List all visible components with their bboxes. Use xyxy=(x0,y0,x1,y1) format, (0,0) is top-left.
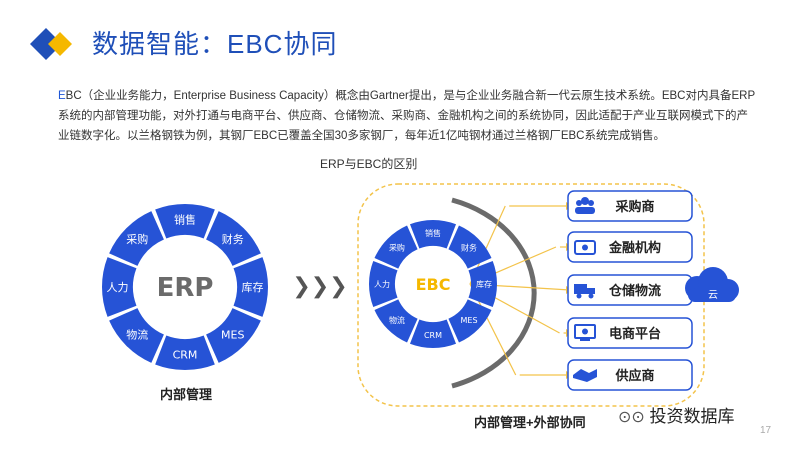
boundary-arc xyxy=(451,197,537,389)
ebc-segment xyxy=(374,299,418,343)
ebc-segment-label: CRM xyxy=(424,331,442,340)
erp-caption: 内部管理 xyxy=(160,387,213,402)
partner-label: 金融机构 xyxy=(608,240,661,256)
erp-segment-label: 人力 xyxy=(107,281,129,294)
partner-item: 供应商 xyxy=(567,359,693,391)
partner-box xyxy=(567,359,693,391)
ebc-segment-label: 采购 xyxy=(389,243,405,253)
ebc-segment xyxy=(409,219,457,249)
partner-box xyxy=(567,317,693,349)
partner-item: 仓储物流 xyxy=(567,274,693,306)
erp-center-label: ERP xyxy=(157,273,214,303)
partner-label: 电商平台 xyxy=(609,326,661,342)
monitor-icon xyxy=(574,324,596,341)
intro-text: BC（企业业务能力，Enterprise Business Capacity）概… xyxy=(58,90,756,142)
people-icon xyxy=(575,197,595,214)
truck-icon xyxy=(574,284,595,299)
ebc-segment-label: 人力 xyxy=(374,279,390,289)
intro-paragraph: EBC（企业业务能力，Enterprise Business Capacity）… xyxy=(58,86,758,146)
erp-segment-label: 销售 xyxy=(174,212,196,226)
erp-segment xyxy=(155,335,215,370)
ebc-center-label: EBC xyxy=(416,275,451,294)
partner-label: 供应商 xyxy=(614,368,654,384)
handshake-icon xyxy=(573,369,597,382)
erp-segment xyxy=(233,257,268,317)
partner-item: 电商平台 xyxy=(567,317,693,349)
chevron-arrows-icon: ❯❯❯ xyxy=(292,274,347,299)
page-number: 17 xyxy=(760,425,772,436)
erp-segment xyxy=(109,308,164,363)
erp-segment xyxy=(206,211,261,266)
ebc-segment-label: 物流 xyxy=(389,315,405,325)
diagram-title: ERP与EBC的区别 xyxy=(320,157,418,171)
erp-segment xyxy=(102,257,137,317)
ebc-segment xyxy=(409,319,457,348)
partner-box xyxy=(567,190,693,222)
partner-item: 金融机构 xyxy=(567,231,693,263)
ebc-segment-label: MES xyxy=(461,316,478,325)
watermark: ⊙⊙ 投资数据库 xyxy=(618,402,735,427)
erp-segment-label: 库存 xyxy=(242,280,264,294)
ebc-segment-label: 库存 xyxy=(476,279,492,289)
money-icon xyxy=(574,240,596,255)
ebc-segment xyxy=(448,225,492,269)
partner-box xyxy=(567,231,693,263)
ebc-segment-label: 销售 xyxy=(425,228,441,238)
erp-segment xyxy=(206,308,261,363)
ebc-segment xyxy=(368,260,398,308)
logo-icon xyxy=(30,28,72,60)
erp-segment xyxy=(109,211,164,266)
erp-segment xyxy=(155,203,215,239)
watermark-text: 投资数据库 xyxy=(649,407,735,426)
intro-first-letter: E xyxy=(58,90,66,102)
partner-label: 仓储物流 xyxy=(608,283,661,299)
partner-item: 采购商 xyxy=(567,190,693,222)
ebc-segment xyxy=(448,299,492,343)
ebc-segment xyxy=(468,260,497,308)
cloud-label: 云 xyxy=(708,290,718,301)
cloud-icon xyxy=(685,267,739,302)
ebc-caption: 内部管理+外部协同 xyxy=(474,415,586,430)
ebc-segment xyxy=(374,225,418,269)
erp-segment-label: 采购 xyxy=(126,232,148,246)
page-title: 数据智能：EBC协同 xyxy=(92,29,338,59)
erp-segment-label: 财务 xyxy=(222,232,244,246)
erp-segment-label: CRM xyxy=(173,348,198,361)
erp-segment-label: 物流 xyxy=(126,328,148,342)
ebc-segment-label: 财务 xyxy=(461,243,477,253)
wechat-icon: ⊙⊙ xyxy=(618,409,645,426)
erp-segment-label: MES xyxy=(221,329,244,342)
partner-label: 采购商 xyxy=(614,199,654,215)
